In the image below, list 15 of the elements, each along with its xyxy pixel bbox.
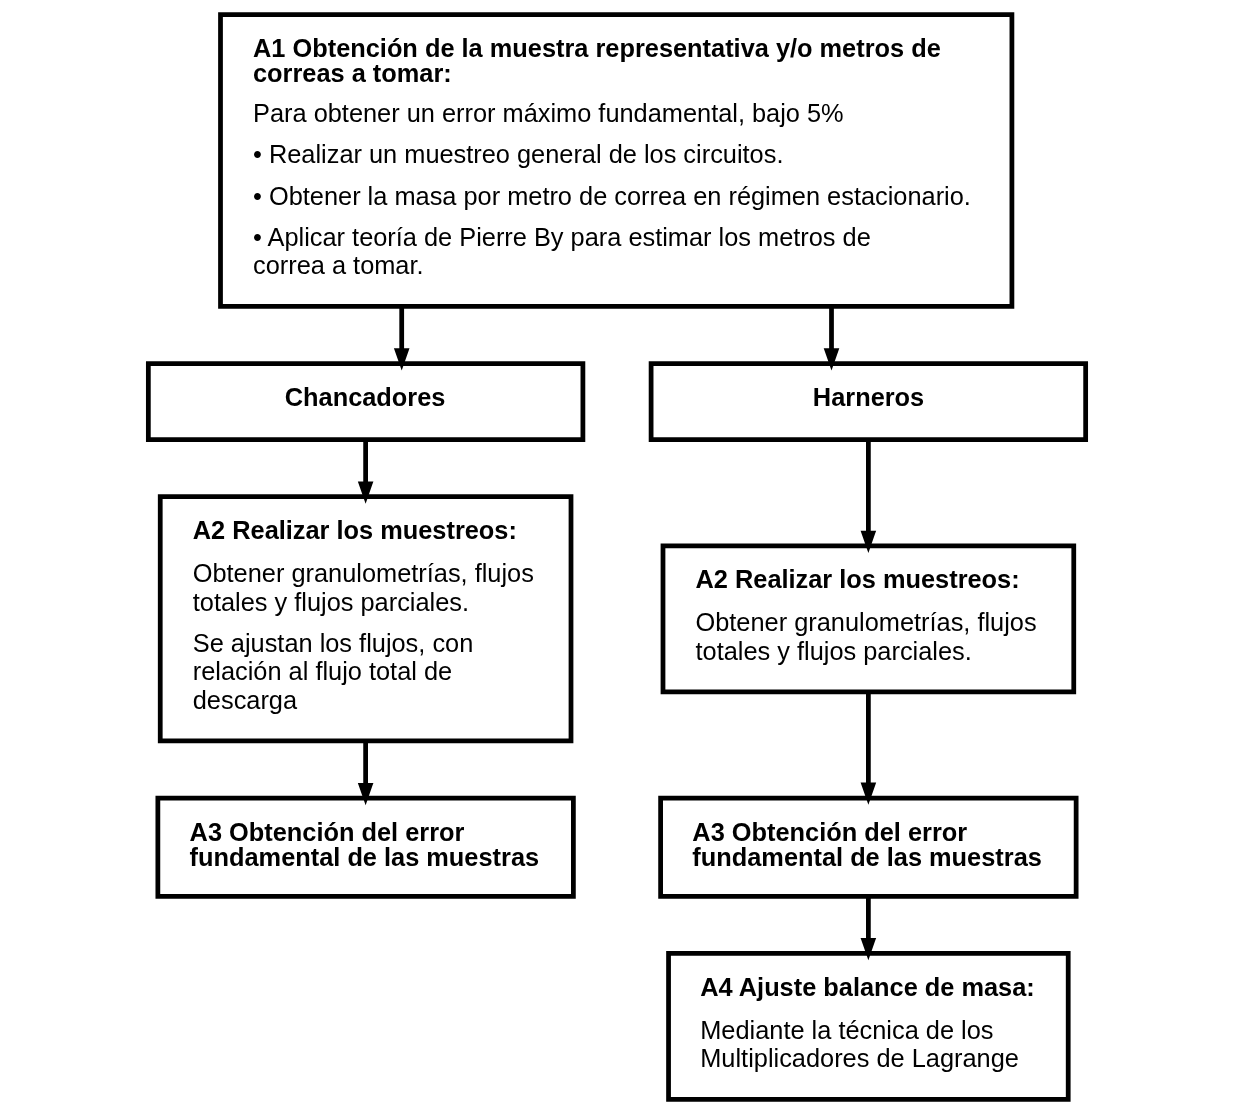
arrow	[860, 439, 877, 553]
node-box: A2 Realizar los muestreos: Obtener granulometrías, flujos totales y flujos parciales. Se ajustan los flujos, con relación al flujo total de descarga	[157, 494, 574, 744]
arrow	[860, 896, 877, 961]
node-box: Chancadores	[145, 361, 586, 442]
arrow	[393, 307, 410, 371]
node-box: A3 Obtención del error fundamental de las muestras	[155, 795, 576, 899]
arrow	[860, 692, 877, 805]
node-box: A3 Obtención del error fundamental de las muestras	[658, 795, 1079, 899]
node-box: A1 Obtención de la muestra representativa y/o metros de correas a tomar: Para obtener un error máximo fundamental, bajo 5% • Realizar un muestreo general de los circuitos. • Obtener la masa por metro de correa en régimen estacionario. • Aplicar teoría de Pierre By para estimar los metros de correa a tomar.	[218, 12, 1015, 309]
arrow	[823, 307, 840, 371]
arrow	[357, 741, 374, 806]
node-box: A4 Ajuste balance de masa: Mediante la técnica de los Multiplicadores de Lagrange	[666, 951, 1071, 1102]
arrow	[357, 439, 374, 504]
node-box: A2 Realizar los muestreos: Obtener granulometrías, flujos totales y flujos parciales.	[660, 543, 1077, 695]
node-box: Harneros	[648, 361, 1089, 442]
